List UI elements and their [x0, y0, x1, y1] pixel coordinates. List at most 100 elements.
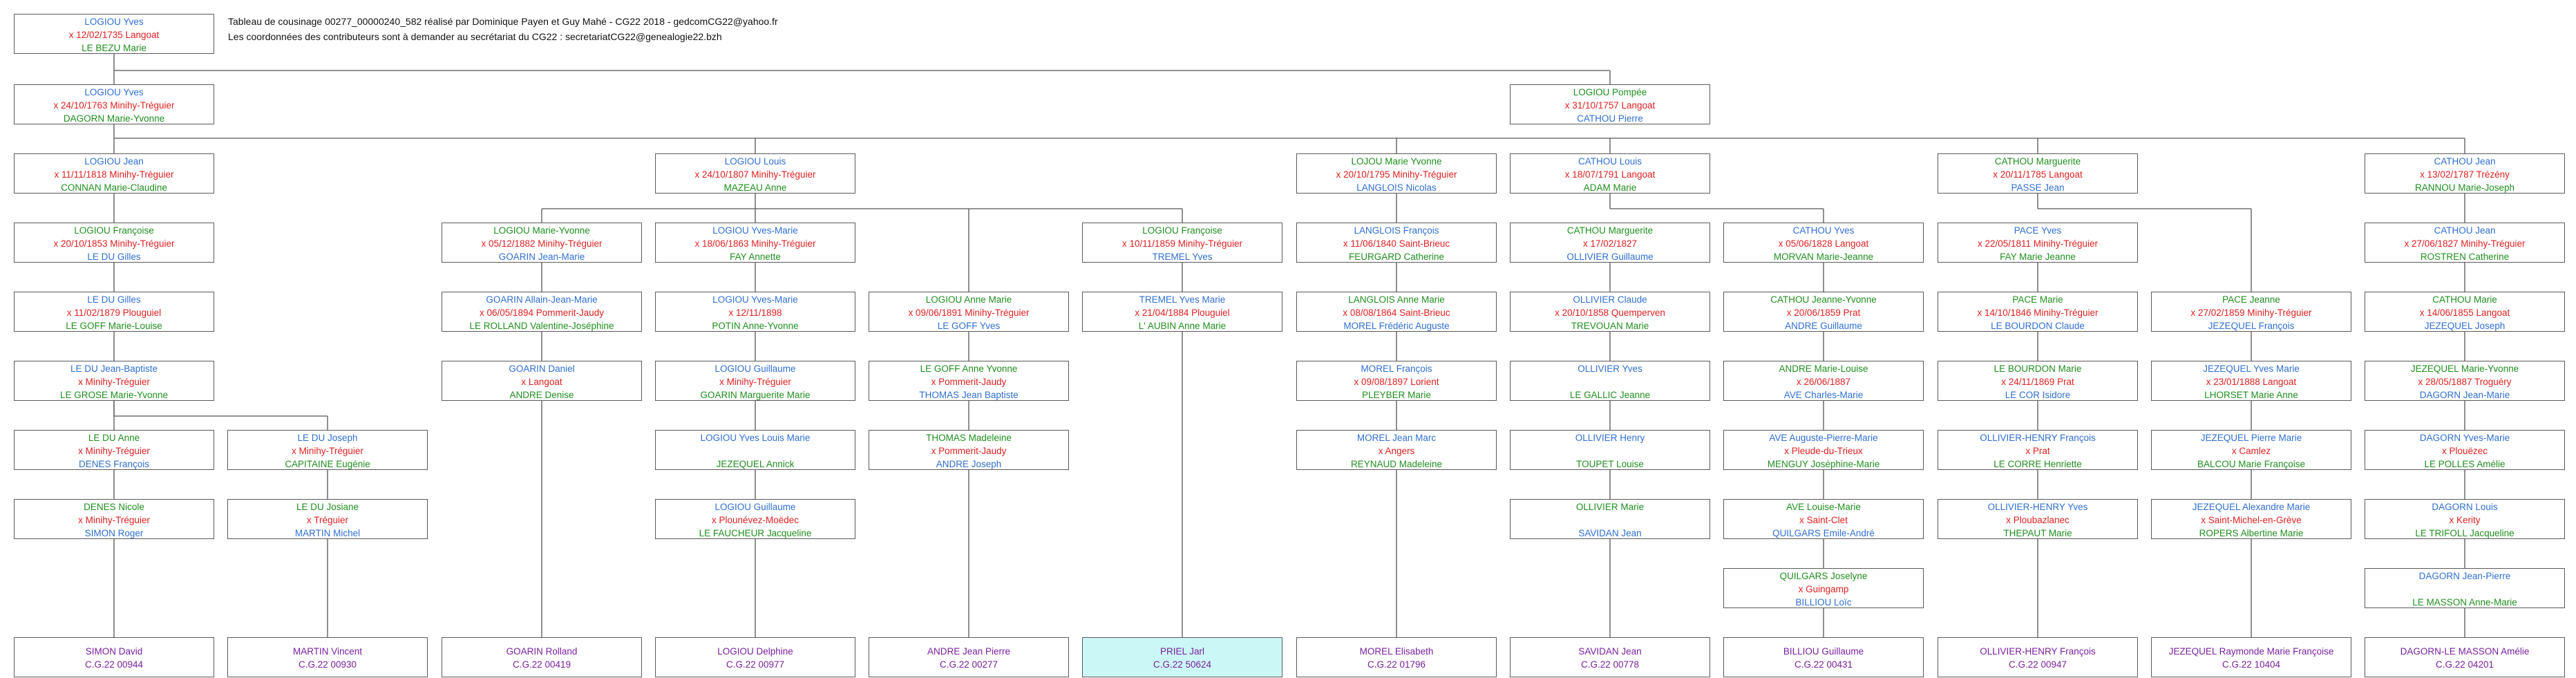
- contributor-code: C.G.22 00277: [939, 659, 998, 670]
- marriage-info: x Minihy-Tréguier: [78, 515, 150, 525]
- person-name: LE DU Josiane: [296, 502, 359, 512]
- marriage-info: x Minihy-Tréguier: [78, 446, 150, 456]
- person-name: PACE Jeanne: [2222, 294, 2280, 305]
- contributor-name: SIMON David: [85, 646, 143, 657]
- spouse-name: OLLIVIER Guillaume: [1566, 252, 1654, 262]
- person-name: DAGORN Jean-Pierre: [2418, 571, 2511, 581]
- person-name: OLLIVIER-HENRY Yves: [1987, 502, 2088, 512]
- spouse-name: ANDRE Guillaume: [1785, 321, 1862, 331]
- marriage-info: x 27/02/1859 Minihy-Tréguier: [2190, 308, 2312, 318]
- spouse-name: MORVAN Marie-Jeanne: [1773, 252, 1874, 262]
- spouse-name: REYNAUD Madeleine: [1350, 459, 1443, 469]
- contributor-name: LOGIOU Delphine: [717, 646, 793, 657]
- person-name: GOARIN Allain-Jean-Marie: [486, 294, 598, 305]
- person-name: LOGIOU Yves-Marie: [712, 294, 798, 305]
- marriage-info: x 06/05/1894 Pommerit-Jaudy: [479, 308, 605, 318]
- spouse-name: ROSTREN Catherine: [2420, 252, 2510, 262]
- marriage-info: x 09/06/1891 Minihy-Tréguier: [908, 308, 1030, 318]
- contributor-code: C.G.22 10404: [2222, 659, 2281, 670]
- person-name: DAGORN Louis: [2432, 502, 2498, 512]
- spouse-name: MOREL Frédéric Auguste: [1343, 321, 1450, 331]
- person-name: GOARIN Daniel: [509, 364, 575, 374]
- spouse-name: LE GROSE Marie-Yvonne: [59, 390, 169, 400]
- marriage-info: x Pommerit-Jaudy: [931, 446, 1007, 456]
- marriage-info: x 23/01/1888 Langoat: [2206, 377, 2297, 387]
- spouse-name: LE FAUCHEUR Jacqueline: [699, 528, 812, 538]
- spouse-name: QUILGARS Emile-André: [1772, 528, 1875, 538]
- person-name: CATHOU Jean: [2434, 156, 2496, 167]
- marriage-info: x Pleude-du-Trieux: [1784, 446, 1863, 456]
- person-name: THOMAS Madeleine: [926, 433, 1012, 443]
- marriage-info: x Ploubazlanec: [2006, 515, 2070, 525]
- spouse-name: JEZEQUEL François: [2208, 321, 2295, 331]
- marriage-info: x 24/11/1869 Prat: [2001, 377, 2074, 387]
- person-name: MOREL François: [1361, 364, 1432, 374]
- contributor-name: OLLIVIER-HENRY François: [1980, 646, 2096, 657]
- spouse-name: CAPITAINE Eugénie: [285, 459, 370, 469]
- spouse-name: LE GOFF Yves: [937, 321, 1001, 331]
- marriage-info: x 27/06/1827 Minihy-Tréguier: [2404, 238, 2526, 249]
- marriage-info: x 26/06/1887: [1796, 377, 1851, 387]
- person-name: JEZEQUEL Alexandre Marie: [2192, 502, 2311, 512]
- spouse-name: THOMAS Jean Baptiste: [919, 390, 1019, 400]
- marriage-info: x 18/06/1863 Minihy-Tréguier: [694, 238, 816, 249]
- marriage-info: [1510, 444, 1710, 458]
- spouse-name: BILLIOU Loïc: [1795, 597, 1852, 608]
- spouse-name: LE BEZU Marie: [82, 43, 146, 53]
- marriage-info: x 11/11/1818 Minihy-Tréguier: [54, 169, 174, 180]
- spouse-name: LE GALLIC Jeanne: [1569, 390, 1651, 400]
- person-box: GOARIN Allain-Jean-Marie x 06/05/1894 Pom…: [442, 292, 642, 332]
- marriage-info: x 12/11/1898: [728, 308, 782, 318]
- person-name: LOGIOU Yves: [84, 17, 144, 27]
- spouse-name: MARTIN Michel: [294, 528, 361, 538]
- contributor-code: C.G.22 50624: [1153, 659, 1212, 670]
- contributor-name: DAGORN-LE MASSON Amélie: [2400, 646, 2530, 657]
- person-name: OLLIVIER-HENRY François: [1980, 433, 2096, 443]
- spouse-name: THEPAUT Marie: [2003, 528, 2072, 538]
- marriage-info: x Minihy-Tréguier: [292, 446, 363, 456]
- marriage-info: x 10/11/1859 Minihy-Tréguier: [1121, 238, 1243, 249]
- spouse-name: PLEYBER Marie: [1362, 390, 1431, 400]
- marriage-info: x Angers: [1378, 446, 1415, 456]
- spouse-name: MENGUY Joséphine-Marie: [1767, 459, 1880, 469]
- marriage-info: x 17/02/1827: [1582, 238, 1638, 249]
- spouse-name: DAGORN Jean-Marie: [2419, 390, 2510, 400]
- person-name: ANDRE Marie-Louise: [1779, 364, 1868, 374]
- spouse-name: PASSE Jean: [2011, 182, 2065, 193]
- marriage-info: x 20/11/1785 Langoat: [1993, 169, 2083, 180]
- person-name: MOREL Jean Marc: [1356, 433, 1437, 443]
- marriage-info: x 18/07/1791 Langoat: [1564, 169, 1656, 180]
- person-name: LOGIOU Yves: [84, 87, 144, 97]
- person-name: CATHOU Marguerite: [1994, 156, 2081, 167]
- header-line-2: Les coordonnées des contributeurs sont à…: [228, 31, 722, 42]
- contributor-name: MARTIN Vincent: [292, 646, 363, 657]
- person-name: LOGIOU Marie-Yvonne: [493, 225, 590, 236]
- spouse-name: L' AUBIN Anne Marie: [1138, 321, 1227, 331]
- person-name: LE DU Anne: [88, 433, 140, 443]
- spouse-name: ANDRE Joseph: [936, 459, 1002, 469]
- spouse-name: TOUPET Louise: [1576, 459, 1644, 469]
- contributor-name: PRIEL Jarl: [1159, 646, 1205, 657]
- contributor-code: C.G.22 04201: [2435, 659, 2494, 670]
- spouse-name: FAY Annette: [730, 252, 781, 262]
- contributor-code: C.G.22 00431: [1794, 659, 1853, 670]
